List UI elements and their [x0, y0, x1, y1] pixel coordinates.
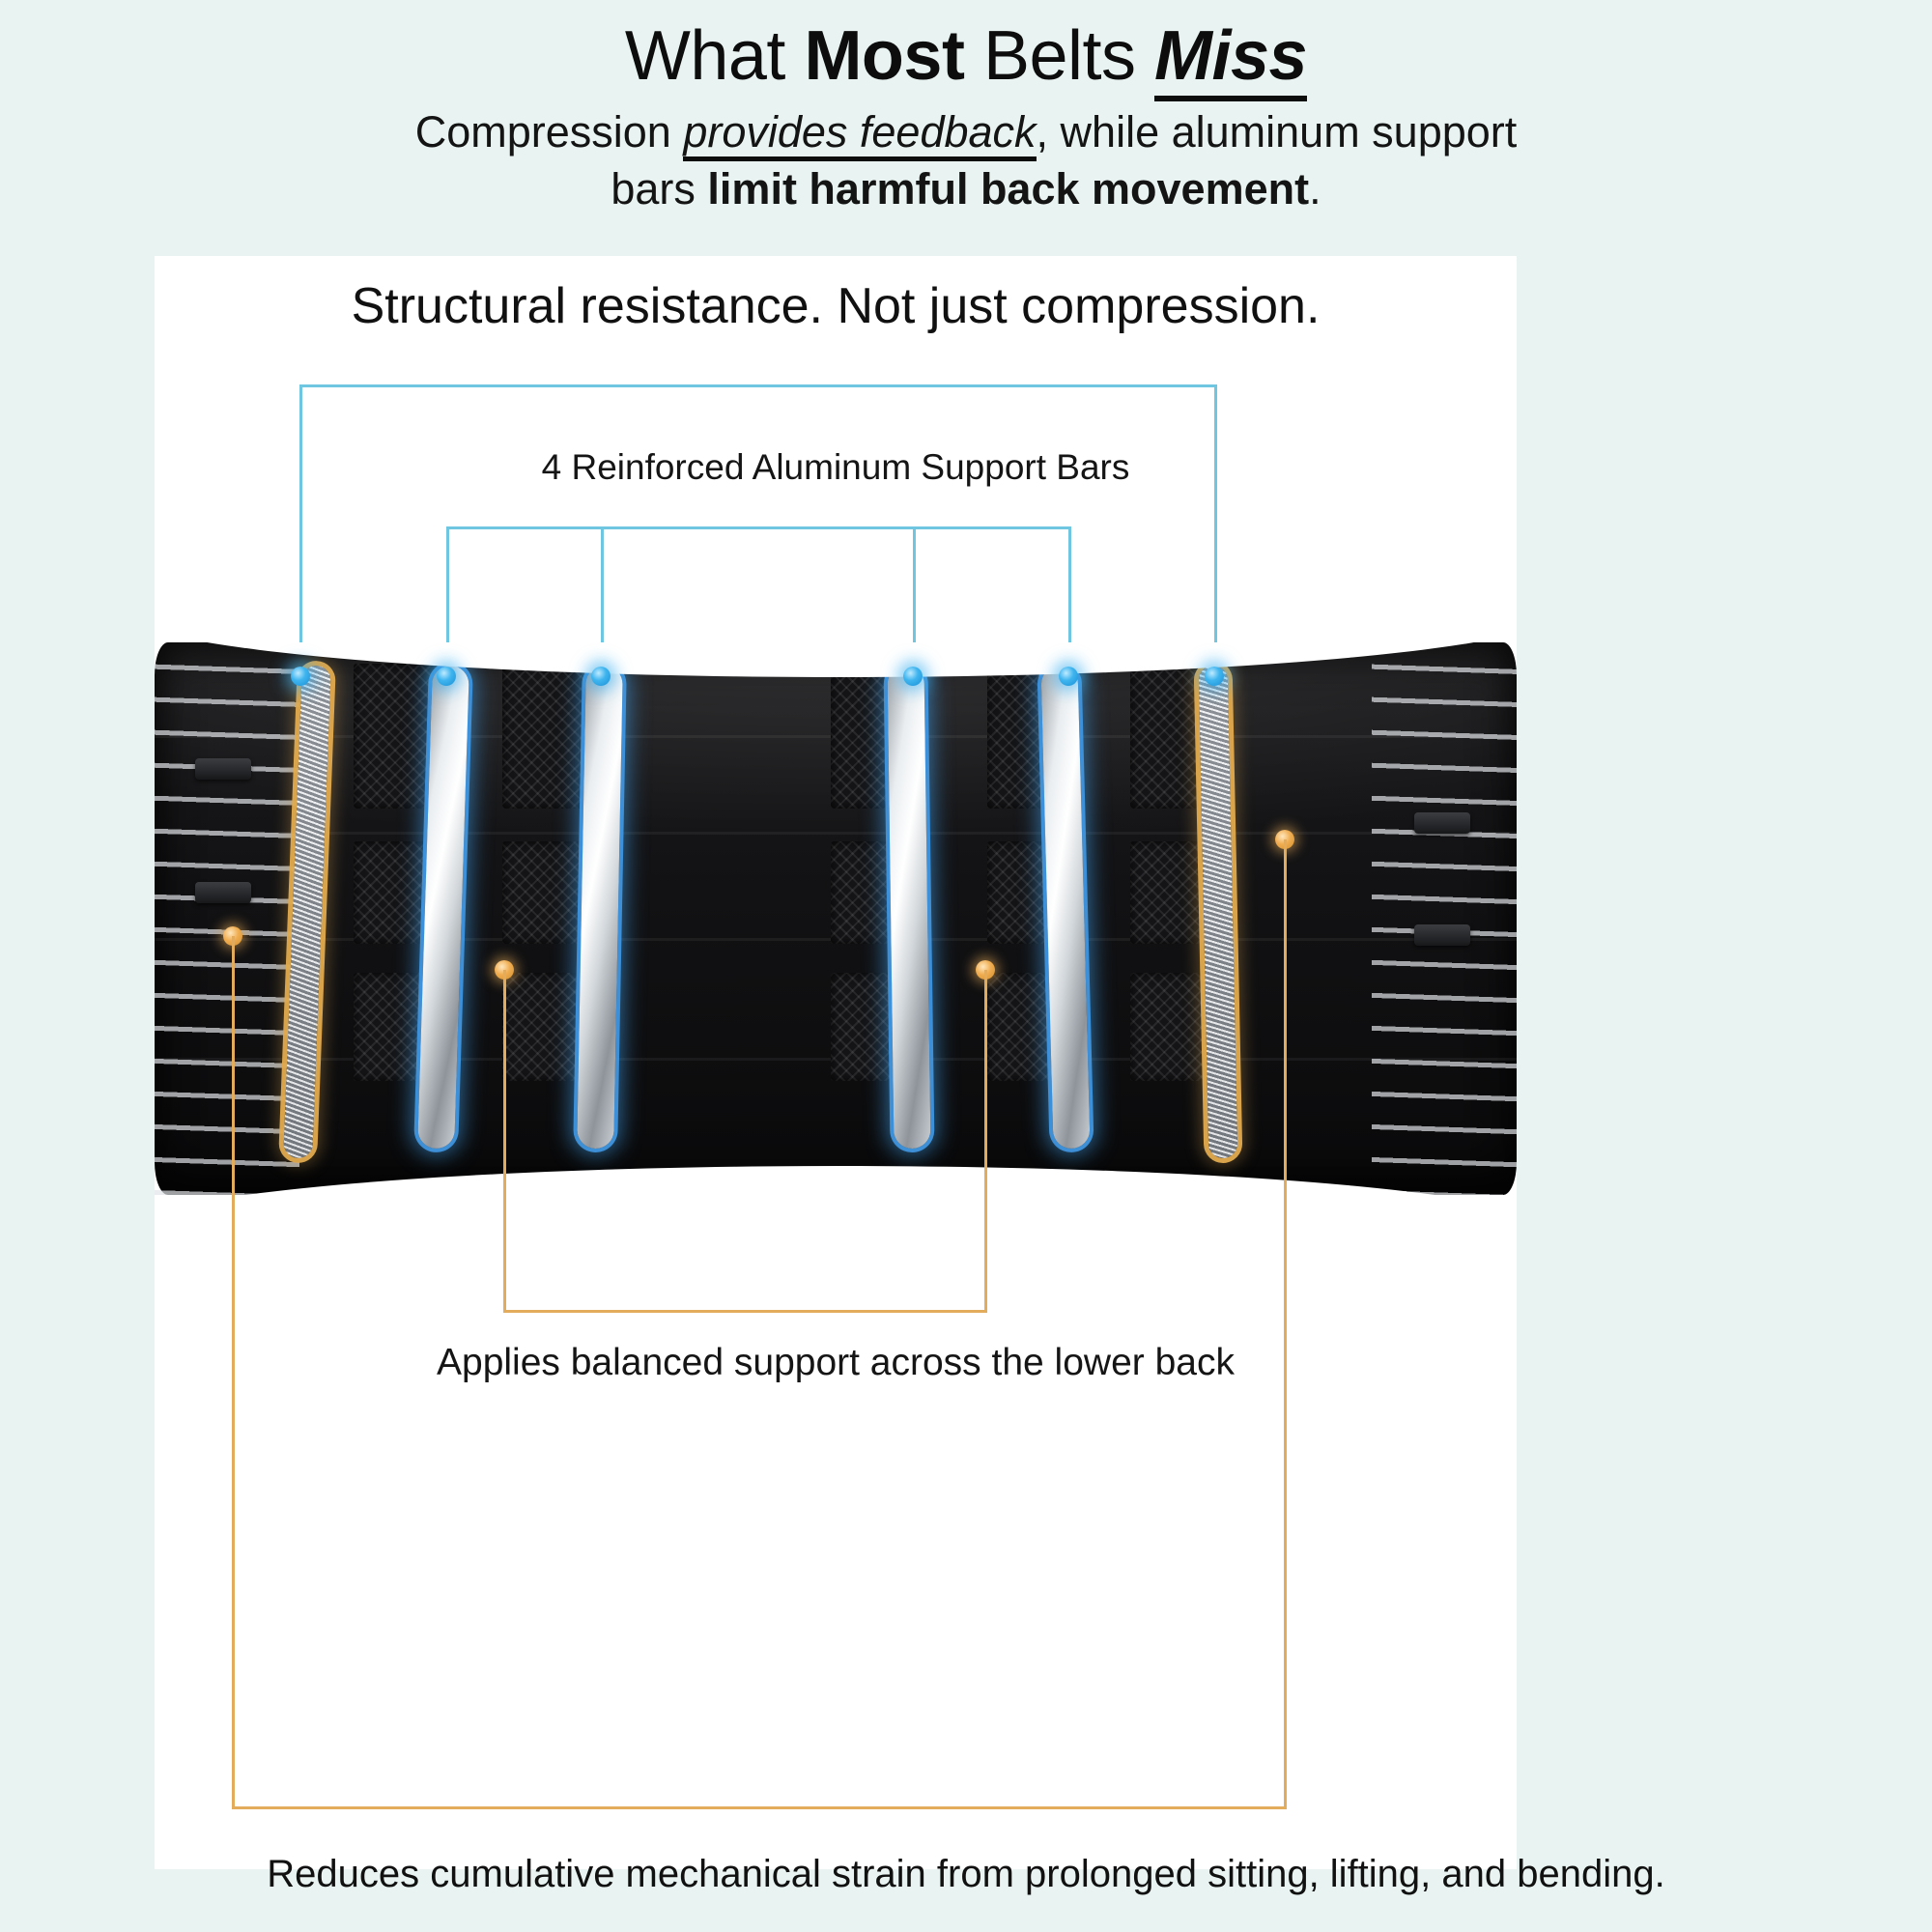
blue-bracket-inner-left	[446, 526, 449, 674]
blue-bracket-outer-left	[299, 384, 302, 674]
callout-dot-blue-4	[903, 667, 923, 686]
mesh-panel	[502, 973, 585, 1081]
mesh-panel	[502, 664, 585, 809]
aluminum-bars-callout-label: 4 Reinforced Aluminum Support Bars	[541, 447, 1130, 487]
subtitle-text-bold: limit harmful back movement	[707, 163, 1310, 213]
mechanical-strain-callout-label: Reduces cumulative mechanical strain fro…	[267, 1853, 1665, 1895]
subtitle-text-1: Compression	[414, 107, 684, 156]
strap-buckle	[1414, 924, 1470, 946]
blue-bracket-inner-right	[1068, 526, 1071, 674]
elastic-strap-left	[155, 642, 299, 1195]
gold-bracket-outer-left	[232, 936, 235, 1806]
blue-bracket-inner-mid-2	[913, 526, 916, 674]
subtitle-text-3: .	[1309, 163, 1321, 213]
blue-bracket-outer-right	[1214, 384, 1217, 674]
feature-card: Structural resistance. Not just compress…	[155, 256, 1517, 1869]
edge-support-strip-right	[1198, 665, 1238, 1159]
gold-bracket-inner-bottom	[503, 1310, 987, 1313]
mesh-panel	[354, 841, 437, 944]
callout-dot-blue-2	[437, 667, 456, 686]
belt-seam	[155, 832, 1517, 835]
callout-dot-blue-5	[1059, 667, 1078, 686]
title-text-1: What	[624, 17, 805, 95]
product-photo	[155, 642, 1517, 1195]
subtitle-text-2: , while aluminum support bars	[611, 107, 1518, 213]
belt-bottom-curve-mask	[155, 1166, 1517, 1195]
card-title: Structural resistance. Not just compress…	[351, 278, 1321, 334]
balanced-support-callout-label: Applies balanced support across the lowe…	[437, 1342, 1235, 1383]
gold-bracket-inner-left	[503, 970, 506, 1310]
strap-buckle	[195, 882, 251, 903]
callout-dot-blue-6	[1205, 667, 1224, 686]
hero-section: What Most Belts Miss Compression provide…	[0, 0, 1932, 259]
subtitle-text-underlined: provides feedback	[683, 107, 1037, 161]
blue-bracket-inner-mid-1	[601, 526, 604, 674]
mesh-panel	[354, 664, 437, 809]
blue-bracket-inner-top	[446, 526, 1071, 529]
strap-buckle	[1414, 812, 1470, 834]
hero-subtitle: Compression provides feedback, while alu…	[396, 104, 1536, 217]
page-title: What Most Belts Miss	[625, 17, 1308, 101]
gold-bracket-outer-bottom	[232, 1806, 1287, 1809]
callout-dot-blue-1	[291, 667, 310, 686]
aluminum-support-bar-3	[887, 665, 931, 1150]
title-text-2: Belts	[964, 17, 1155, 95]
lumbar-belt-image	[155, 642, 1517, 1195]
callout-dot-blue-3	[591, 667, 611, 686]
blue-bracket-outer-top	[299, 384, 1217, 387]
title-text-italic: Miss	[1154, 17, 1308, 101]
mesh-panel	[502, 841, 585, 944]
elastic-strap-right	[1372, 642, 1517, 1195]
gold-bracket-outer-right	[1284, 839, 1287, 1806]
gold-bracket-inner-right	[984, 970, 987, 1310]
title-text-bold: Most	[804, 17, 965, 95]
strap-buckle	[195, 758, 251, 780]
